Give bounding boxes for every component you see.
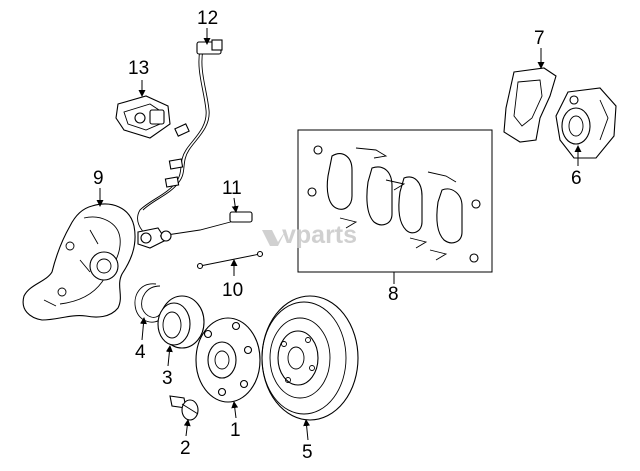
callout-12: 12 <box>197 8 218 29</box>
wheel-bearing <box>157 295 205 349</box>
callout-13: 13 <box>128 58 149 79</box>
wheel-hub <box>195 317 261 403</box>
callout-10: 10 <box>222 280 243 301</box>
callout-8: 8 <box>388 284 399 305</box>
callout-3: 3 <box>162 368 173 389</box>
callout-11: 11 <box>222 178 242 199</box>
callout-9: 9 <box>93 168 104 189</box>
callout-4: 4 <box>135 342 146 363</box>
wheel-speed-sensor <box>159 211 253 242</box>
brake-caliper <box>555 87 617 159</box>
sensor-wire <box>196 250 264 270</box>
hub-bolt <box>169 395 199 421</box>
speed-sensor-harness <box>137 39 223 249</box>
leader-lines <box>96 28 582 441</box>
callout-7: 7 <box>534 28 545 49</box>
callout-2: 2 <box>180 438 191 459</box>
caliper-bracket <box>503 67 557 143</box>
callout-labels: 12 13 9 11 10 8 7 6 4 3 1 2 5 <box>93 8 582 463</box>
callout-6: 6 <box>571 168 582 189</box>
vparts-watermark: vparts <box>262 221 357 249</box>
watermark-text: vparts <box>282 221 357 249</box>
callout-1: 1 <box>230 420 241 441</box>
snap-ring <box>134 283 163 323</box>
callout-5: 5 <box>302 442 313 463</box>
pad-kit <box>297 129 493 273</box>
sensor-bracket <box>115 95 171 139</box>
brake-rotor <box>261 295 359 421</box>
splash-shield <box>22 203 136 321</box>
